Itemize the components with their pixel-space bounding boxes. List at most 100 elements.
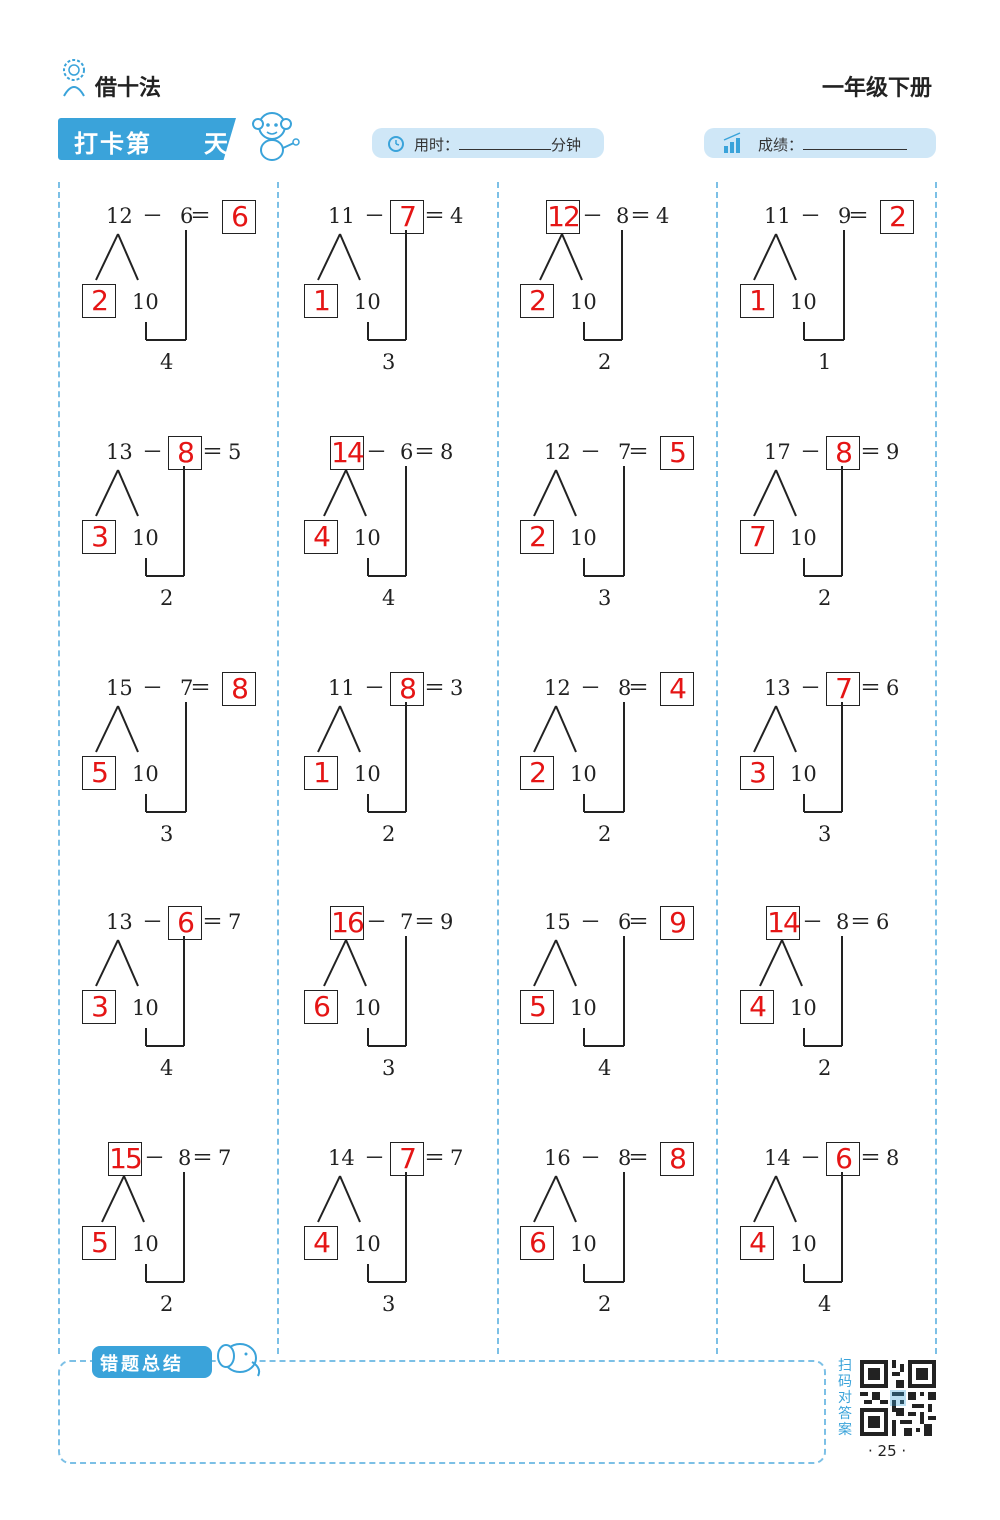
answer-text: 14 xyxy=(331,436,365,469)
score-field[interactable] xyxy=(704,128,936,158)
branch-right-line xyxy=(345,469,367,517)
answer-box-split[interactable]: 1 xyxy=(304,284,338,318)
answer-box-subtrahend[interactable]: 6 xyxy=(826,1142,860,1176)
answer-text: 7 xyxy=(835,672,853,705)
answer-box-subtrahend[interactable]: 6 xyxy=(168,906,202,940)
answer-text: 7 xyxy=(749,520,767,553)
minus-sign: － xyxy=(366,440,387,464)
answer-box-split[interactable]: 4 xyxy=(740,1226,774,1260)
answer-box-difference[interactable]: 2 xyxy=(880,200,914,234)
answer-box-split[interactable]: 3 xyxy=(82,520,116,554)
answer-box-difference[interactable]: 9 xyxy=(660,906,694,940)
answer-box-split[interactable]: 6 xyxy=(304,990,338,1024)
answer-box-split[interactable]: 5 xyxy=(82,756,116,790)
minus-sign: － xyxy=(580,1146,601,1170)
equals-sign: ＝ xyxy=(190,676,211,700)
answer-box-difference[interactable]: 8 xyxy=(660,1142,694,1176)
equals-sign: ＝ xyxy=(628,676,649,700)
subtrahend: 8 xyxy=(178,1146,192,1170)
equals-sign: ＝ xyxy=(628,1146,649,1170)
subtraction-result: 4 xyxy=(818,1292,832,1316)
time-blank[interactable] xyxy=(459,135,552,150)
answer-box-minuend[interactable]: 16 xyxy=(330,906,365,940)
difference: 7 xyxy=(218,1146,232,1170)
ten-label: 10 xyxy=(790,1232,817,1256)
answer-box-split[interactable]: 6 xyxy=(520,1226,554,1260)
subtrahend: 6 xyxy=(618,910,632,934)
answer-box-subtrahend[interactable]: 8 xyxy=(168,436,202,470)
answer-box-split[interactable]: 4 xyxy=(304,520,338,554)
minuend: 11 xyxy=(328,676,355,700)
answer-text: 7 xyxy=(399,1142,417,1175)
minus-sign: － xyxy=(142,204,163,228)
answer-box-split[interactable]: 2 xyxy=(82,284,116,318)
page-number: · 25 · xyxy=(868,1442,907,1460)
subtraction-result: 2 xyxy=(598,822,612,846)
subtraction-result: 2 xyxy=(818,586,832,610)
score-blank[interactable] xyxy=(803,135,908,150)
answer-text: 16 xyxy=(331,906,365,939)
ten-label: 10 xyxy=(354,1232,381,1256)
answer-box-split[interactable]: 4 xyxy=(740,990,774,1024)
answer-box-split[interactable]: 5 xyxy=(82,1226,116,1260)
branch-left-line xyxy=(539,233,563,281)
branch-left-line xyxy=(753,1175,777,1223)
answer-box-split[interactable]: 4 xyxy=(304,1226,338,1260)
decomposition-lines xyxy=(533,936,625,1047)
subtraction-result: 2 xyxy=(160,586,174,610)
answer-box-difference[interactable]: 6 xyxy=(222,200,256,234)
subtraction-result: 1 xyxy=(818,350,832,374)
answer-box-split[interactable]: 1 xyxy=(304,756,338,790)
answer-box-difference[interactable]: 8 xyxy=(222,672,256,706)
difference: 4 xyxy=(656,204,670,228)
branch-right-line xyxy=(781,939,803,987)
difference: 7 xyxy=(450,1146,464,1170)
branch-right-line xyxy=(339,705,361,753)
answer-box-subtrahend[interactable]: 7 xyxy=(826,672,860,706)
decomposition-lines xyxy=(95,702,187,813)
branch-left-line xyxy=(95,469,119,517)
column-divider xyxy=(716,182,718,1354)
qr-code-icon[interactable] xyxy=(860,1360,936,1436)
answer-box-minuend[interactable]: 14 xyxy=(330,436,365,470)
minus-sign: － xyxy=(800,204,821,228)
answer-box-subtrahend[interactable]: 7 xyxy=(390,1142,424,1176)
answer-box-split[interactable]: 2 xyxy=(520,756,554,790)
minuend: 12 xyxy=(544,676,571,700)
difference: 6 xyxy=(886,676,900,700)
answer-box-minuend[interactable]: 15 xyxy=(108,1142,143,1176)
branch-right-line xyxy=(775,705,797,753)
time-unit: 分钟 xyxy=(551,136,582,154)
answer-box-subtrahend[interactable]: 8 xyxy=(390,672,424,706)
branch-right-line xyxy=(555,939,577,987)
answer-box-split[interactable]: 2 xyxy=(520,520,554,554)
answer-box-minuend[interactable]: 14 xyxy=(766,906,801,940)
decomposition-lines xyxy=(317,702,407,813)
branch-left-line xyxy=(95,233,119,281)
equals-sign: ＝ xyxy=(192,1146,213,1170)
answer-box-split[interactable]: 7 xyxy=(740,520,774,554)
answer-box-split[interactable]: 1 xyxy=(740,284,774,318)
equals-sign: ＝ xyxy=(860,676,881,700)
answer-box-difference[interactable]: 5 xyxy=(660,436,694,470)
answer-box-split[interactable]: 3 xyxy=(82,990,116,1024)
answer-box-split[interactable]: 2 xyxy=(520,284,554,318)
answer-box-split[interactable]: 3 xyxy=(740,756,774,790)
answer-box-subtrahend[interactable]: 7 xyxy=(390,200,424,234)
answer-box-difference[interactable]: 4 xyxy=(660,672,694,706)
answer-box-minuend[interactable]: 12 xyxy=(546,200,581,234)
ten-label: 10 xyxy=(132,1232,159,1256)
answer-text: 15 xyxy=(109,1142,143,1175)
time-field[interactable] xyxy=(372,128,604,158)
subtraction-result: 2 xyxy=(818,1056,832,1080)
answer-box-split[interactable]: 5 xyxy=(520,990,554,1024)
difference: 9 xyxy=(886,440,900,464)
answer-text: 3 xyxy=(749,756,767,789)
answer-text: 8 xyxy=(231,672,249,705)
subtrahend: 8 xyxy=(616,204,630,228)
subtraction-result: 4 xyxy=(598,1056,612,1080)
ten-label: 10 xyxy=(570,526,597,550)
mistake-summary-area[interactable] xyxy=(58,1360,826,1464)
minuend: 14 xyxy=(328,1146,355,1170)
